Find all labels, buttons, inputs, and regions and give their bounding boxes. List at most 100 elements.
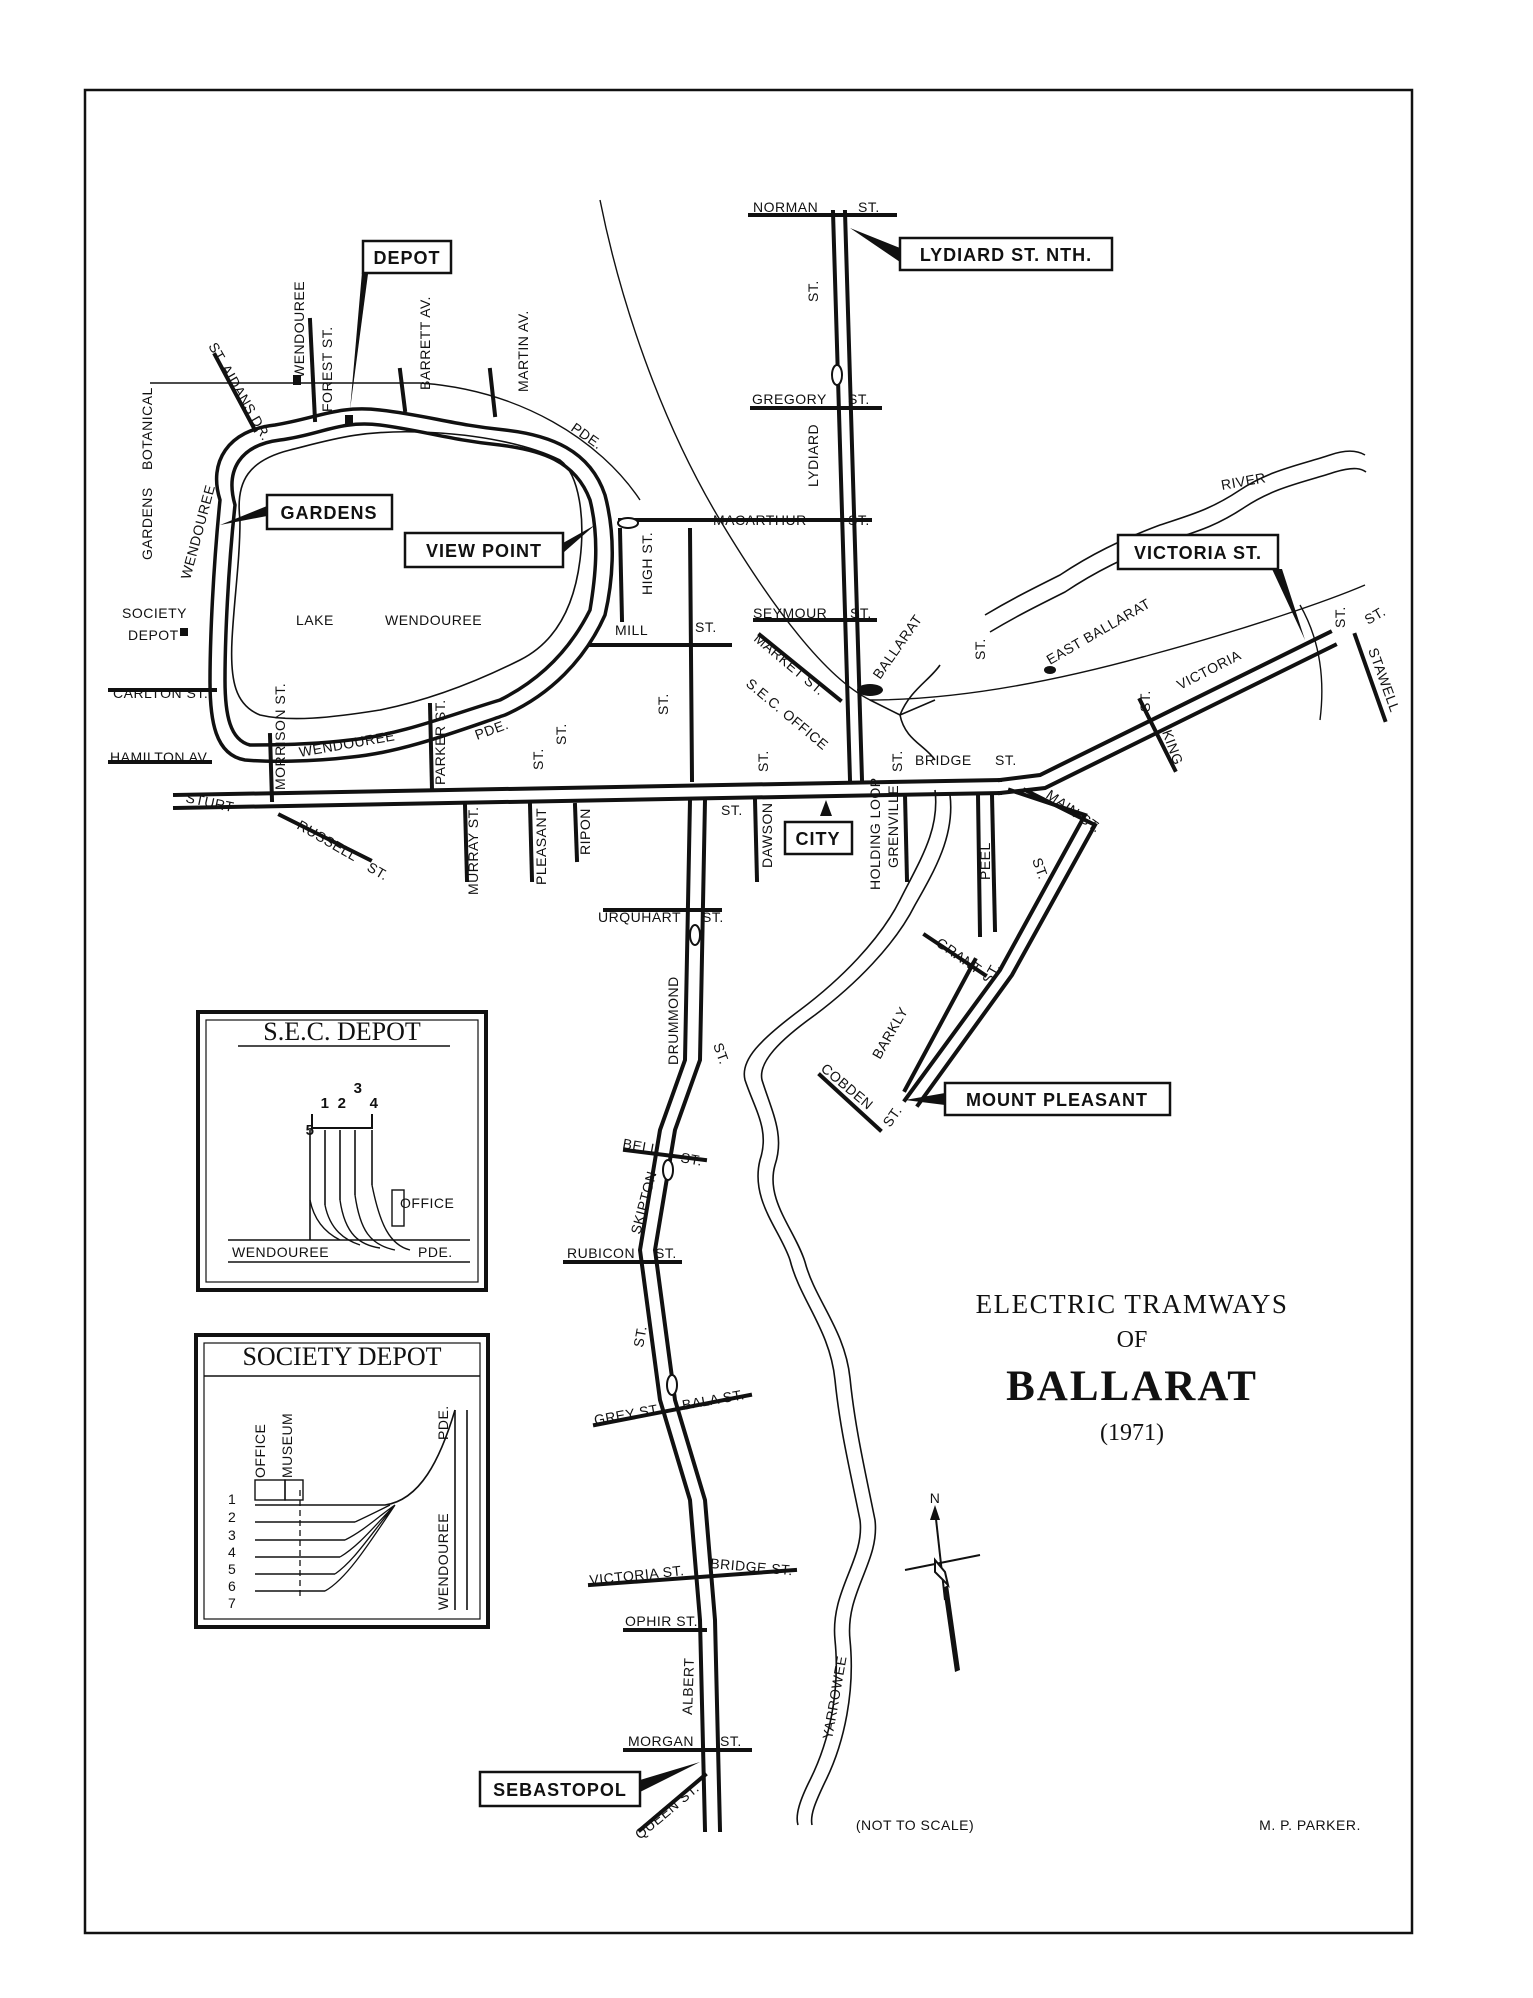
railway-line-2 [150, 382, 641, 501]
svg-text:WENDOUREE: WENDOUREE [291, 281, 307, 378]
cbd-north-south [687, 527, 695, 783]
svg-text:GREGORY: GREGORY [752, 391, 827, 407]
label-sebastopol: SEBASTOPOL [478, 1762, 700, 1808]
svg-text:BOTANICAL: BOTANICAL [139, 387, 155, 470]
st-aidans-dr [212, 352, 258, 433]
drummond-st-east [652, 797, 723, 1833]
svg-text:ST.: ST. [879, 1103, 905, 1130]
forest-st [307, 317, 318, 423]
svg-text:BALLARAT: BALLARAT [869, 611, 925, 681]
svg-text:BALLARAT: BALLARAT [1006, 1363, 1258, 1410]
svg-text:BRIDGE ST.: BRIDGE ST. [710, 1555, 794, 1578]
svg-text:ST.: ST. [553, 723, 569, 745]
svg-text:ST.: ST. [365, 859, 392, 884]
svg-text:ST.: ST. [710, 1041, 732, 1067]
label-depot: DEPOT [350, 239, 453, 410]
pleasant-st [527, 802, 535, 883]
inset-sec-depot: S.E.C. DEPOT 1 2 3 4 5 OFFICE WENDOUREE … [196, 1010, 488, 1292]
svg-text:SOCIETY DEPOT: SOCIETY DEPOT [242, 1342, 441, 1371]
svg-text:(1971): (1971) [1100, 1420, 1164, 1446]
svg-text:LYDIARD ST. NTH.: LYDIARD ST. NTH. [920, 245, 1092, 265]
passing-loop [662, 1159, 674, 1181]
label-gardens: GARDENS [220, 493, 394, 531]
svg-text:ST.: ST. [848, 391, 870, 407]
label-mount-pleasant: MOUNT PLEASANT [905, 1081, 1172, 1117]
svg-text:PDE.: PDE. [435, 1405, 451, 1440]
inset-society-depot: SOCIETY DEPOT PDE. WENDOUREE OFFICE MUSE… [194, 1333, 490, 1629]
svg-text:2: 2 [338, 1095, 347, 1112]
svg-text:CARLTON ST.: CARLTON ST. [113, 685, 208, 701]
yarrowee-river [743, 789, 937, 1826]
passing-loop [617, 517, 639, 529]
svg-text:ST.: ST. [805, 280, 821, 302]
sturt-st [172, 777, 1003, 798]
svg-text:MACARTHUR: MACARTHUR [713, 512, 807, 528]
svg-text:RUSSELL: RUSSELL [295, 817, 361, 865]
market-st [757, 632, 843, 703]
svg-text:MILL: MILL [615, 622, 648, 638]
svg-text:WENDOUREE: WENDOUREE [177, 483, 218, 581]
svg-text:PLEASANT: PLEASANT [533, 808, 549, 885]
main-st-inner [915, 787, 1098, 1108]
svg-text:HIGH ST.: HIGH ST. [639, 532, 655, 595]
svg-text:ST.: ST. [695, 619, 717, 635]
svg-text:GRANT: GRANT [933, 934, 984, 977]
svg-text:ST. AIDANS DR.: ST. AIDANS DR. [205, 340, 274, 444]
svg-text:SEYMOUR: SEYMOUR [753, 605, 827, 621]
map-title: ELECTRIC TRAMWAYS OF BALLARAT (1971) [976, 1289, 1287, 1446]
svg-text:S.E.C. DEPOT: S.E.C. DEPOT [263, 1017, 421, 1046]
svg-text:BELL: BELL [621, 1135, 659, 1157]
svg-text:PDE.: PDE. [418, 1244, 453, 1260]
svg-text:ST.: ST. [1332, 606, 1348, 628]
svg-text:LAKE: LAKE [296, 612, 334, 628]
svg-text:ST.: ST. [630, 1324, 650, 1348]
svg-text:PARKER ST.: PARKER ST. [432, 699, 448, 785]
svg-text:ST.: ST. [1029, 856, 1051, 882]
svg-text:MORRISON ST.: MORRISON ST. [272, 683, 288, 790]
svg-text:ST.: ST. [1362, 603, 1389, 628]
svg-text:MURRAY ST.: MURRAY ST. [465, 807, 481, 896]
svg-text:GREY ST.: GREY ST. [593, 1400, 662, 1427]
compass-icon: N [904, 1490, 981, 1672]
svg-text:YARROWEE: YARROWEE [819, 1654, 849, 1740]
svg-text:WENDOUREE: WENDOUREE [232, 1244, 329, 1260]
svg-text:CITY: CITY [795, 829, 840, 849]
svg-text:ST.: ST. [972, 638, 988, 660]
svg-text:PDE.: PDE. [568, 419, 606, 452]
svg-text:FOREST ST.: FOREST ST. [319, 326, 335, 412]
svg-text:OF: OF [1117, 1327, 1148, 1353]
creek [869, 664, 941, 761]
svg-text:ST.: ST. [848, 512, 870, 528]
east-ballarat-marker [1044, 666, 1056, 674]
svg-text:ST.: ST. [655, 693, 671, 715]
svg-text:GARDENS: GARDENS [139, 487, 155, 560]
svg-text:6: 6 [228, 1578, 236, 1594]
railway-line-3 [1299, 604, 1323, 721]
railway-line [599, 199, 1366, 701]
map-frame [83, 88, 1414, 1935]
river-north [984, 450, 1366, 616]
svg-text:HAMILTON AV.: HAMILTON AV. [110, 749, 210, 765]
svg-text:N: N [930, 1490, 941, 1506]
russell-st [277, 812, 373, 863]
victoria-bridge-st [587, 1567, 798, 1588]
svg-text:5: 5 [228, 1561, 236, 1577]
sturt-st-south [172, 790, 1003, 811]
svg-text:RIPON: RIPON [577, 808, 593, 855]
drummond-st [637, 797, 708, 1833]
label-view-point: VIEW POINT [403, 525, 595, 569]
martin-av [487, 367, 498, 418]
svg-text:BARKLY: BARKLY [869, 1004, 912, 1062]
svg-text:SEBASTOPOL: SEBASTOPOL [493, 1780, 627, 1800]
svg-text:ST.: ST. [755, 750, 771, 772]
svg-text:ST.: ST. [1137, 690, 1153, 712]
svg-text:MAIN ST.: MAIN ST. [1043, 786, 1104, 835]
grey-bala-st [592, 1392, 753, 1428]
svg-text:PDE.: PDE. [473, 716, 511, 743]
svg-text:MUSEUM: MUSEUM [279, 1413, 295, 1478]
cobden-st [817, 1072, 883, 1133]
svg-text:5: 5 [306, 1122, 315, 1139]
svg-text:WENDOUREE: WENDOUREE [435, 1513, 451, 1610]
svg-text:OFFICE: OFFICE [400, 1195, 454, 1211]
